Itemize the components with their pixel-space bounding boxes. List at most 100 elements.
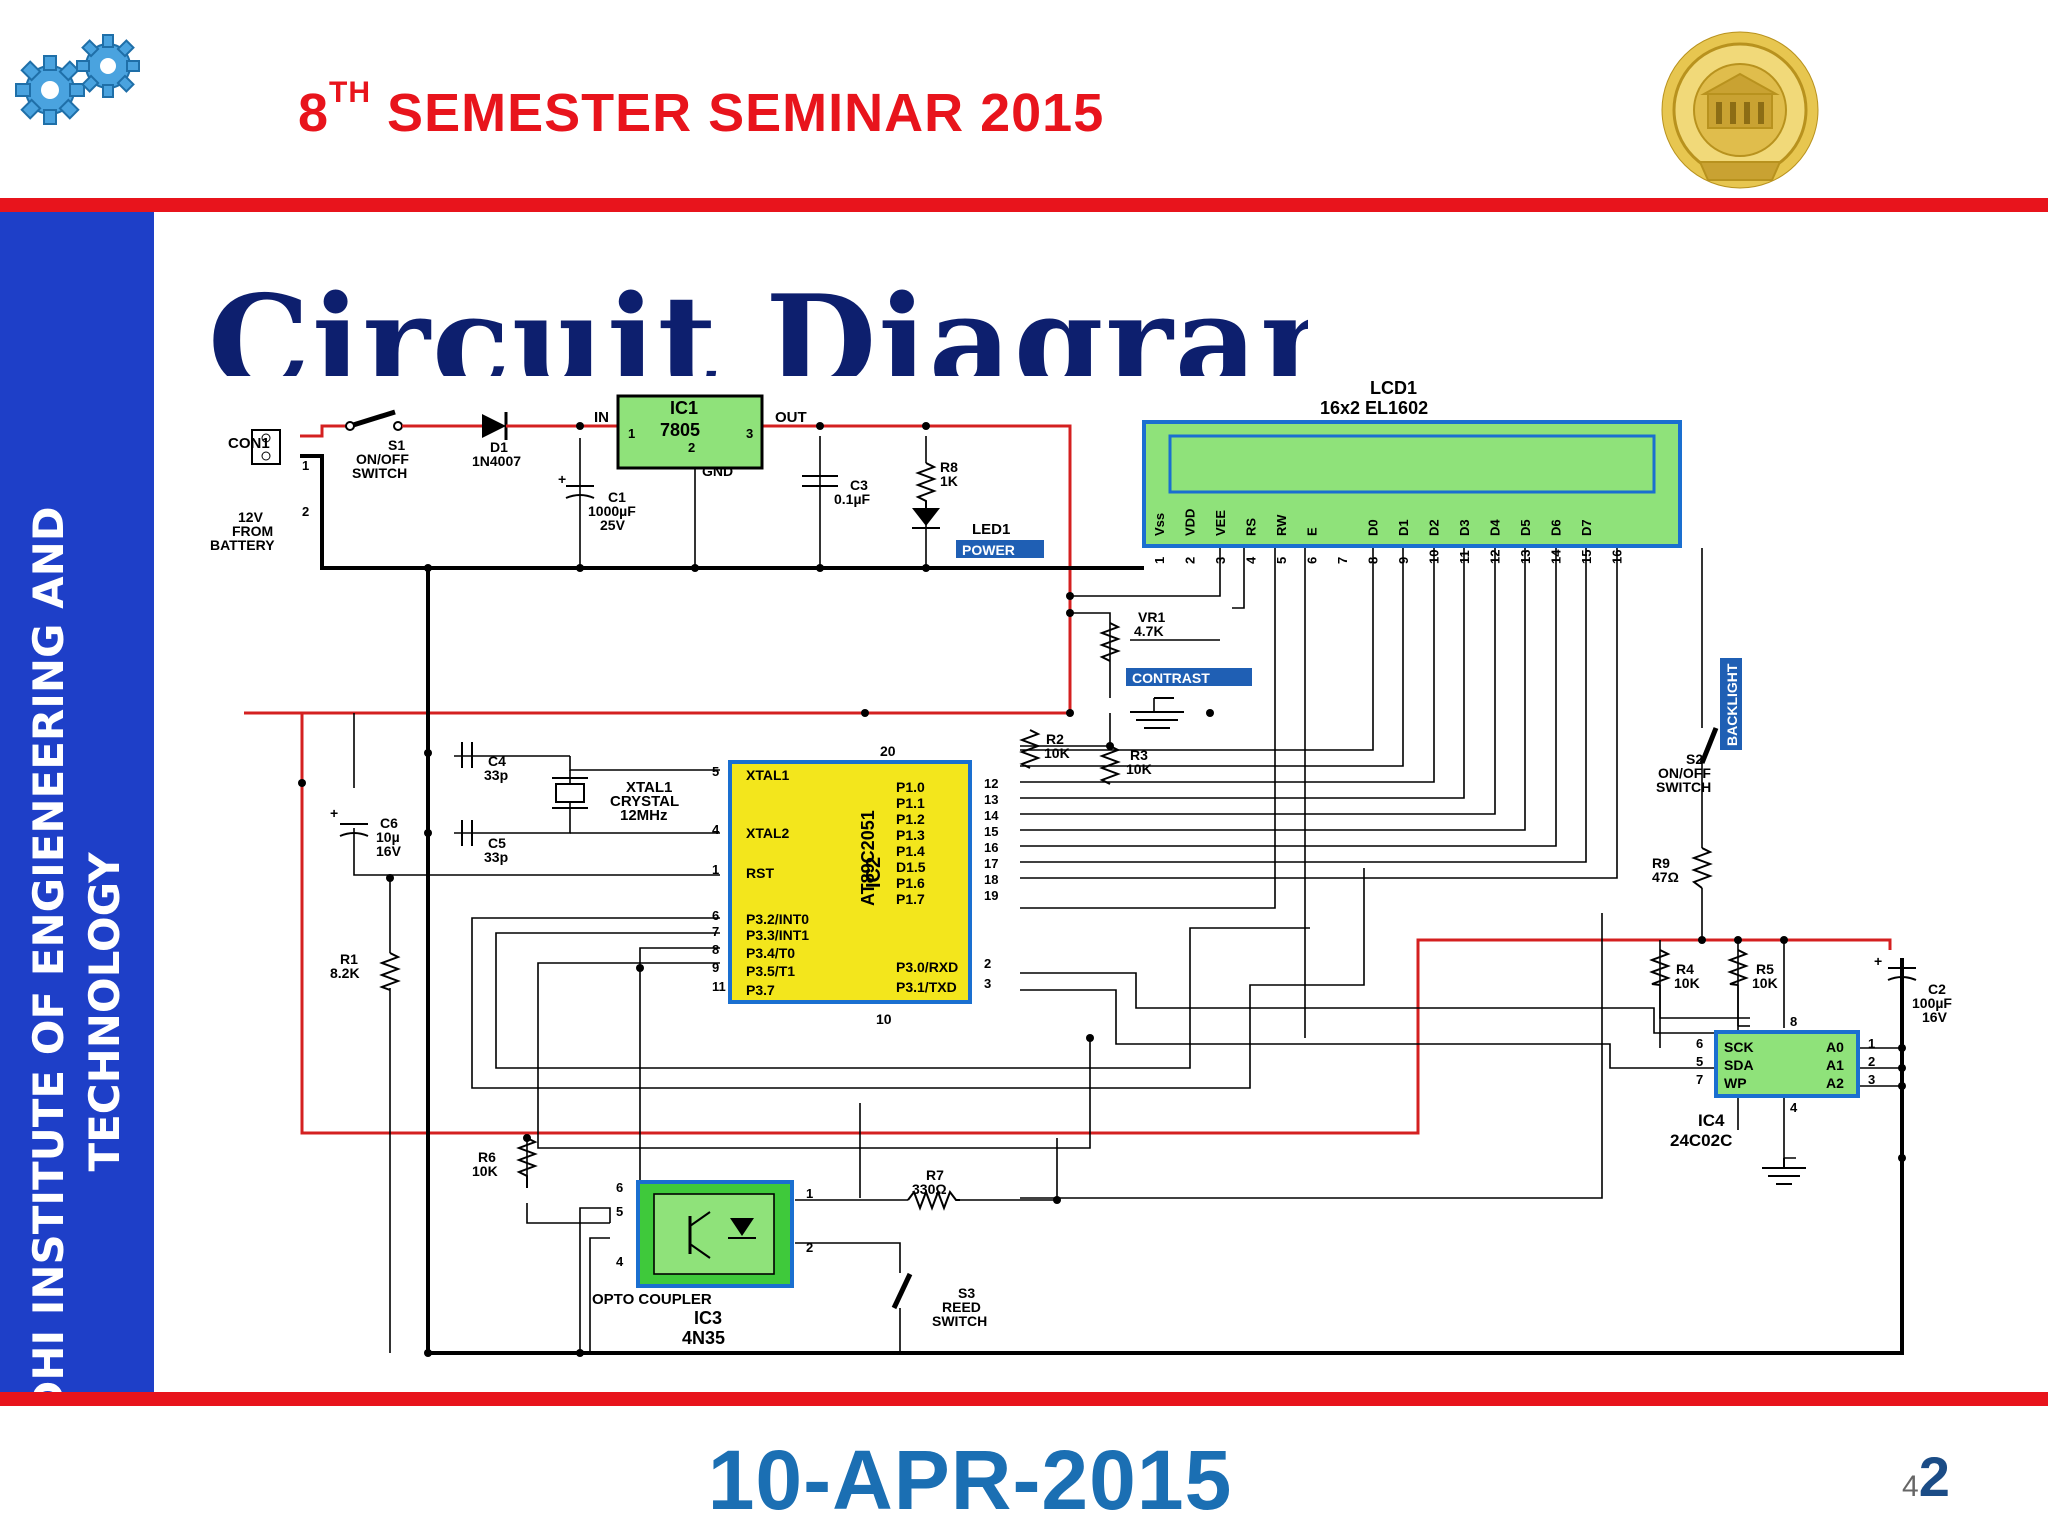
ic2-pin-label: P3.3/INT1	[746, 927, 809, 943]
ic4-24c02c-block	[1714, 1030, 1860, 1098]
vr1-label-2: 4.7K	[1134, 623, 1164, 639]
backlight-badge: BACKLIGHT	[1724, 663, 1740, 746]
ic3-pin2: 2	[806, 1240, 813, 1255]
lcd-pin-number: 10	[1427, 550, 1442, 564]
ic2-name: IC2	[863, 857, 885, 888]
con1-pin2-num: 2	[302, 504, 309, 519]
lcd-pin-number: 13	[1518, 550, 1533, 564]
r1-label-1: R1	[340, 951, 358, 967]
ic2-pin-label: RST	[746, 865, 774, 881]
ic4-name: IC4	[1698, 1111, 1725, 1130]
ic2-pin-number: 11	[712, 979, 726, 994]
ic2-pin-number: 12	[984, 776, 998, 791]
ic2-pin-label: P1.7	[896, 891, 925, 907]
lcd-pin-label: Vss	[1152, 513, 1167, 536]
header-title: 8TH SEMESTER SEMINAR 2015	[298, 76, 1105, 144]
c6-label-2: 10µ	[376, 829, 400, 845]
ic2-pin-number: 3	[984, 976, 991, 991]
r8-label-2: 1K	[940, 473, 958, 489]
lcd-pin-number: 1	[1152, 557, 1167, 564]
ic1-part: 7805	[660, 420, 700, 440]
ic2-pin-label: P3.2/INT0	[746, 911, 809, 927]
footer-divider	[0, 1392, 2048, 1406]
institute-name: GANDHI INSTITUTE OF ENGIENEERING AND TEC…	[21, 506, 133, 1517]
ic1-pin1: 1	[628, 426, 635, 441]
gears-logo-icon	[15, 34, 140, 125]
c1-label-2: 1000µF	[588, 503, 636, 519]
d1-label-1: D1	[490, 439, 508, 455]
opto-coupler-label: OPTO COUPLER	[592, 1291, 712, 1308]
header-divider	[0, 198, 2048, 212]
svg-text:+: +	[330, 805, 338, 821]
lcd-pin-label: RW	[1274, 514, 1289, 536]
ic2-pin-label: P3.7	[746, 982, 775, 998]
red-power-rail	[244, 424, 1892, 1135]
ic4-pin-label: SDA	[1724, 1057, 1754, 1073]
led1-label: LED1	[972, 521, 1010, 538]
ic2-part: AT89C2051	[858, 810, 878, 906]
ic4-pin-number: 3	[1868, 1072, 1875, 1087]
ic4-part: 24C02C	[1670, 1131, 1732, 1150]
xtal-label-2: CRYSTAL	[610, 793, 679, 810]
header-title-ordinal: TH	[329, 76, 372, 109]
ic4-pin-label: A0	[1826, 1039, 1844, 1055]
c4-label-1: C4	[488, 753, 506, 769]
c5-label-1: C5	[488, 835, 506, 851]
lcd-pin-number: 8	[1366, 557, 1381, 564]
ic4-pin-number: 5	[1696, 1054, 1703, 1069]
ic4-pin-label: A2	[1826, 1075, 1844, 1091]
battery-label-2: FROM	[232, 523, 273, 539]
institute-name-line1: GANDHI INSTITUTE OF ENGIENEERING AND	[24, 506, 73, 1518]
d1-label-2: 1N4007	[472, 453, 521, 469]
ic4-pin-number: 1	[1868, 1036, 1875, 1051]
page-number-big: 2	[1918, 1445, 1950, 1508]
ic1-pin2: 2	[688, 440, 695, 455]
slide-title: Circuit Diagram	[208, 268, 1308, 376]
c5-label-2: 33p	[484, 849, 508, 865]
r1-label-2: 8.2K	[330, 965, 360, 981]
r7-label-2: 330Ω	[912, 1181, 947, 1197]
contrast-badge: CONTRAST	[1132, 670, 1210, 686]
lcd-pin-number: 15	[1579, 550, 1594, 564]
lcd-pin-label: D2	[1427, 519, 1442, 536]
r4-label-1: R4	[1676, 961, 1694, 977]
lcd-pin-label: VEE	[1213, 510, 1228, 536]
s3-label-3: SWITCH	[932, 1313, 987, 1329]
ic1-out-label: OUT	[775, 409, 807, 426]
ic2-pin-label: P1.6	[896, 875, 925, 891]
lcd-pin-label: E	[1305, 527, 1320, 536]
s3-label-1: S3	[958, 1285, 975, 1301]
ic2-pin-number: 17	[984, 856, 998, 871]
svg-text:+: +	[558, 471, 566, 487]
ic3-part: 4N35	[682, 1328, 725, 1348]
s3-label-2: REED	[942, 1299, 981, 1315]
r6-label-1: R6	[478, 1149, 496, 1165]
c6-label-3: 16V	[376, 843, 402, 859]
s1-label-3: SWITCH	[352, 465, 407, 481]
lcd-pin-number: 14	[1549, 549, 1564, 564]
ic2-pin-label: P1.4	[896, 843, 925, 859]
ic4-pin-label: SCK	[1724, 1039, 1754, 1055]
ic1-pin3: 3	[746, 426, 753, 441]
c2-label-2: 100µF	[1912, 995, 1952, 1011]
ic2-pin-number: 5	[712, 764, 719, 779]
signal-wires	[353, 436, 1902, 1353]
r6-label-2: 10K	[472, 1163, 498, 1179]
lcd-pin-label: D6	[1549, 519, 1564, 536]
header-title-text: SEMESTER SEMINAR 2015	[371, 83, 1105, 143]
institute-sidebar: GANDHI INSTITUTE OF ENGIENEERING AND TEC…	[0, 212, 154, 1518]
slide-title-text: Circuit Diagram	[208, 268, 1308, 376]
institute-name-line2: TECHNOLOGY	[80, 852, 129, 1172]
c3-label-2: 0.1µF	[834, 491, 871, 507]
lcd-pin-number: 2	[1183, 557, 1198, 564]
lcd-pin-label: D1	[1396, 519, 1411, 536]
lcd-pin-label: D0	[1366, 519, 1381, 536]
r2-label-2: 10K	[1044, 745, 1070, 761]
ic3-pin1: 1	[806, 1186, 813, 1201]
ic1-name: IC1	[670, 398, 698, 418]
ic2-at89c2051-block	[728, 760, 972, 1004]
c2-label-1: C2	[1928, 981, 1946, 997]
page-number-small: 4	[1902, 1470, 1919, 1503]
